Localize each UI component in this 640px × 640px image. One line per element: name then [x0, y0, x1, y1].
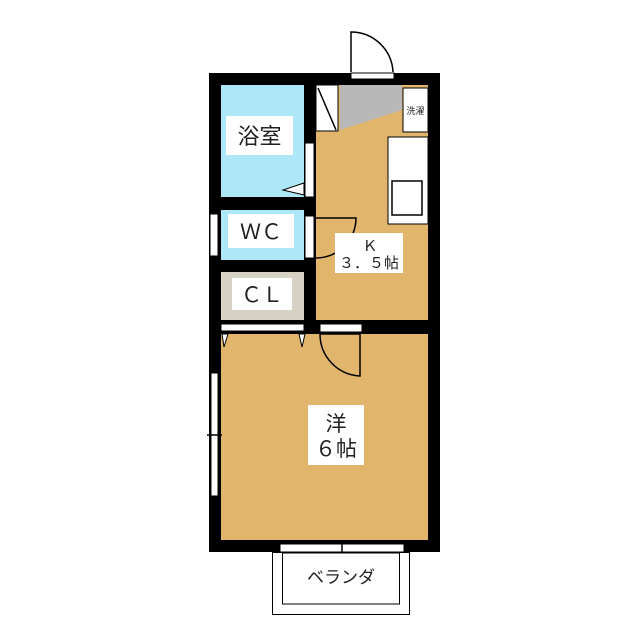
kitchen-size: ３．５帖 — [339, 254, 399, 272]
western-room-label: 洋 — [326, 412, 347, 436]
entrance-door — [350, 31, 394, 73]
bath-door — [281, 182, 305, 196]
entrance-door-opening — [350, 72, 395, 80]
western-room-door — [319, 333, 361, 377]
entry-floor — [340, 85, 402, 130]
washer-space — [402, 87, 429, 133]
toilet-window — [209, 213, 219, 257]
washer-label: 洗濯 — [406, 105, 424, 117]
kitchen-label: Ｋ — [362, 237, 377, 255]
closet-label: ＣＬ — [241, 283, 283, 307]
closet-door — [220, 323, 305, 332]
western-room-size: ６帖 — [315, 437, 357, 461]
bath-label: 浴室 — [237, 125, 281, 150]
kitchen-sink — [391, 180, 423, 216]
balcony-label: ベランダ — [307, 568, 375, 588]
toilet-label: ＷＣ — [240, 220, 282, 244]
